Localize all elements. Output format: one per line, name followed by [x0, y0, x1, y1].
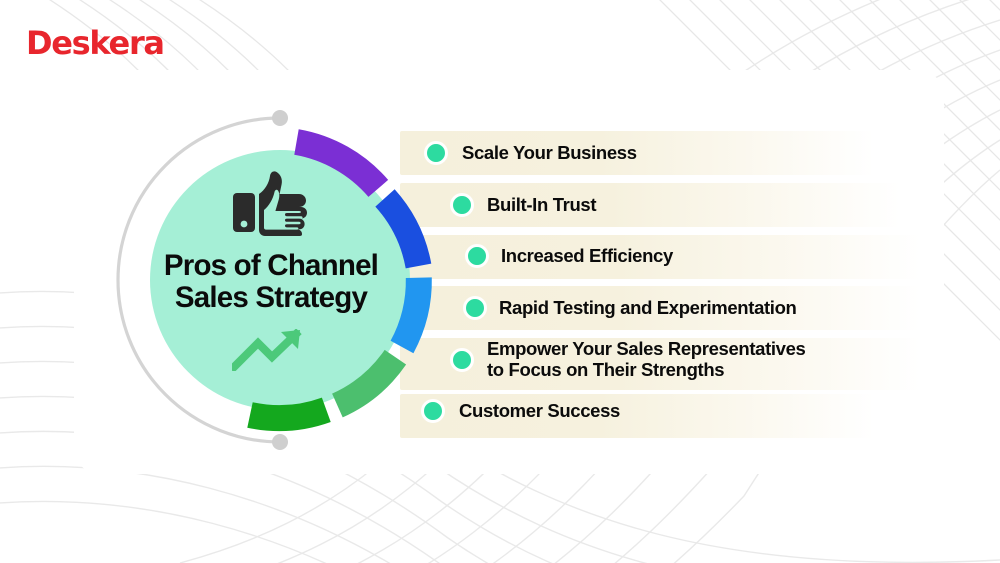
list-bullet-6[interactable]	[421, 399, 445, 423]
list-bullet-3[interactable]	[465, 244, 489, 268]
center-circle	[150, 150, 410, 410]
list-bullet-2[interactable]	[450, 193, 474, 217]
list-item-label: Empower Your Sales Representatives to Fo…	[487, 338, 806, 380]
list-item-label: Scale Your Business	[462, 142, 637, 163]
progress-ring-chart	[116, 110, 432, 450]
list-item-label: Customer Success	[459, 400, 620, 421]
brand-logo[interactable]: Deskera	[26, 24, 165, 62]
guide-arc	[116, 116, 282, 444]
ring-segment-3	[390, 277, 432, 354]
ring-segment-5	[247, 397, 331, 432]
list-item-label: Increased Efficiency	[501, 245, 673, 266]
list-bullet-5[interactable]	[450, 348, 474, 372]
list-item-label: Built-In Trust	[487, 194, 597, 215]
list-bullet-1[interactable]	[424, 141, 448, 165]
guide-endpoint-dot-bottom	[272, 110, 288, 126]
ring-segment-2	[375, 189, 432, 269]
list-bullet-4[interactable]	[463, 296, 487, 320]
ring-segment-1	[293, 129, 389, 198]
list-row-bar	[400, 183, 900, 227]
list-item-label: Rapid Testing and Experimentation	[499, 297, 797, 318]
guide-endpoint-dot-top	[272, 434, 288, 450]
ring-segment-4	[331, 349, 407, 418]
list-row-bar	[400, 394, 874, 438]
list-row-bar	[400, 338, 920, 390]
list-row-bar	[400, 131, 874, 175]
